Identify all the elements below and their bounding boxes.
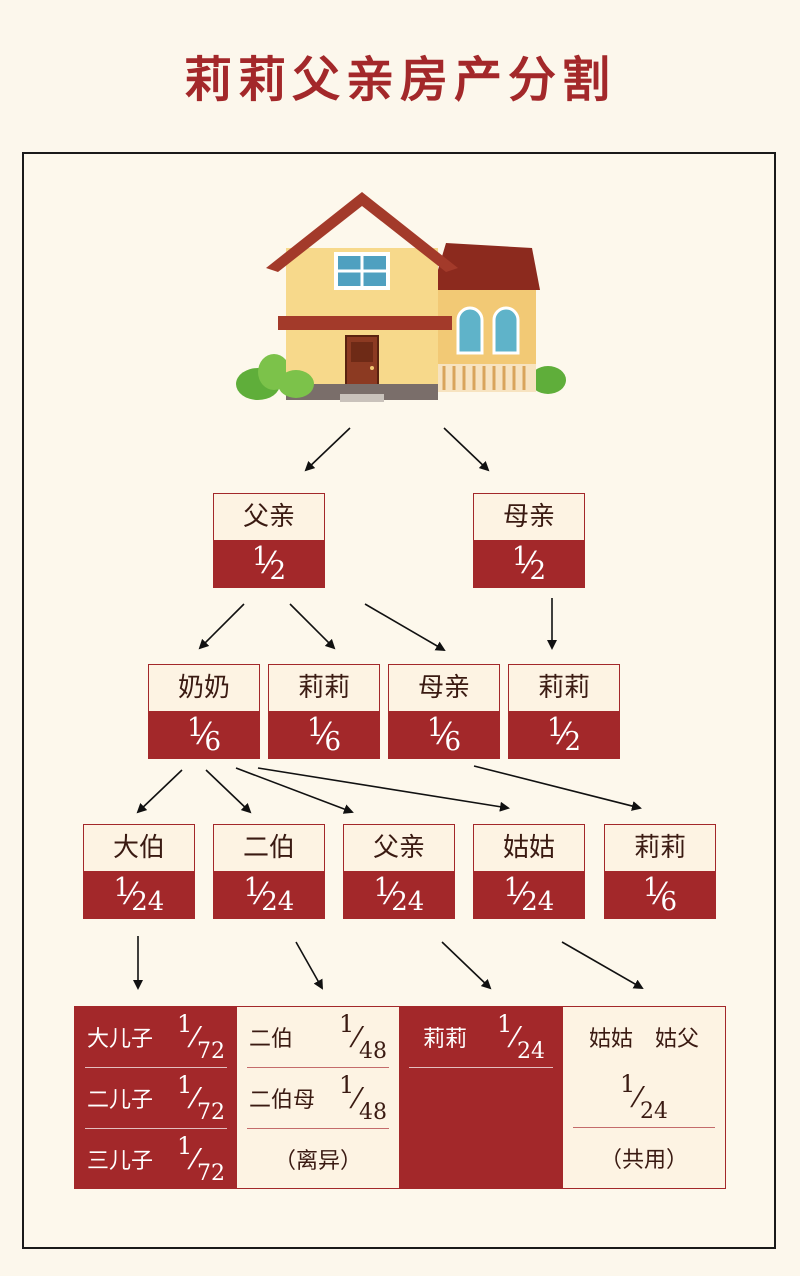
- second-uncle-column: 二伯 1⁄48 二伯母 1⁄48 （离异）: [237, 1007, 399, 1188]
- node-fraction: 1⁄2: [509, 711, 619, 759]
- node-fraction: 1⁄24: [474, 871, 584, 919]
- lily-column: 莉莉 1⁄24: [399, 1007, 563, 1188]
- node-aunt: 姑姑 1⁄24: [473, 824, 585, 919]
- node-fraction: 1⁄24: [214, 871, 324, 919]
- node-name: 莉莉: [269, 665, 379, 711]
- node-fraction: 1⁄6: [389, 711, 499, 759]
- node-father-l1: 父亲 1⁄2: [213, 493, 325, 588]
- node-fraction: 1⁄2: [214, 540, 324, 588]
- share-row: 三儿子 1⁄72: [87, 1131, 225, 1187]
- node-mother-l1: 母亲 1⁄2: [473, 493, 585, 588]
- node-name: 姑姑: [474, 825, 584, 871]
- node-name: 父亲: [344, 825, 454, 871]
- node-name: 二伯: [214, 825, 324, 871]
- share-fraction: 1⁄72: [177, 1131, 225, 1187]
- divorced-note: （离异）: [273, 1149, 362, 1174]
- share-row: 二伯 1⁄48: [249, 1009, 387, 1065]
- sons-column: 大儿子 1⁄72 二儿子 1⁄72 三儿子 1⁄72: [75, 1007, 237, 1188]
- node-fraction: 1⁄6: [269, 711, 379, 759]
- node-name: 母亲: [474, 494, 584, 540]
- node-name: 父亲: [214, 494, 324, 540]
- node-name: 母亲: [389, 665, 499, 711]
- aunt-names: 姑姑 姑父: [588, 1027, 699, 1052]
- node-fraction: 1⁄24: [84, 871, 194, 919]
- node-father-l3: 父亲 1⁄24: [343, 824, 455, 919]
- node-name: 奶奶: [149, 665, 259, 711]
- aunt-column: 姑姑 姑父 1⁄24 （共用）: [563, 1007, 725, 1188]
- share-fraction: 1⁄24: [620, 1069, 668, 1125]
- node-grandma: 奶奶 1⁄6: [148, 664, 260, 759]
- node-lily-b: 莉莉 1⁄2: [508, 664, 620, 759]
- share-fraction: 1⁄24: [497, 1009, 545, 1065]
- share-fraction: 1⁄72: [177, 1009, 225, 1065]
- share-row: 二伯母 1⁄48: [249, 1070, 387, 1126]
- node-fraction: 1⁄2: [474, 540, 584, 588]
- node-name: 大伯: [84, 825, 194, 871]
- final-shares-table: 大儿子 1⁄72 二儿子 1⁄72 三儿子 1⁄72 二伯 1⁄48 二伯母 1…: [74, 1006, 726, 1189]
- share-fraction: 1⁄48: [339, 1070, 387, 1126]
- share-row: 莉莉 1⁄24: [423, 1009, 545, 1065]
- share-row: 二儿子 1⁄72: [87, 1070, 225, 1126]
- node-eldest-uncle: 大伯 1⁄24: [83, 824, 195, 919]
- house-illustration: [236, 192, 566, 402]
- node-lily-a: 莉莉 1⁄6: [268, 664, 380, 759]
- node-lily-c: 莉莉 1⁄6: [604, 824, 716, 919]
- share-row: 1⁄24: [563, 1067, 725, 1127]
- share-row: 大儿子 1⁄72: [87, 1009, 225, 1065]
- node-name: 莉莉: [605, 825, 715, 871]
- node-name: 莉莉: [509, 665, 619, 711]
- node-fraction: 1⁄24: [344, 871, 454, 919]
- share-fraction: 1⁄72: [177, 1070, 225, 1126]
- shared-note: （共用）: [599, 1148, 688, 1173]
- share-fraction: 1⁄48: [339, 1009, 387, 1065]
- page-title: 莉莉父亲房产分割: [183, 52, 616, 108]
- node-mother-l2: 母亲 1⁄6: [388, 664, 500, 759]
- node-fraction: 1⁄6: [149, 711, 259, 759]
- node-fraction: 1⁄6: [605, 871, 715, 919]
- node-second-uncle: 二伯 1⁄24: [213, 824, 325, 919]
